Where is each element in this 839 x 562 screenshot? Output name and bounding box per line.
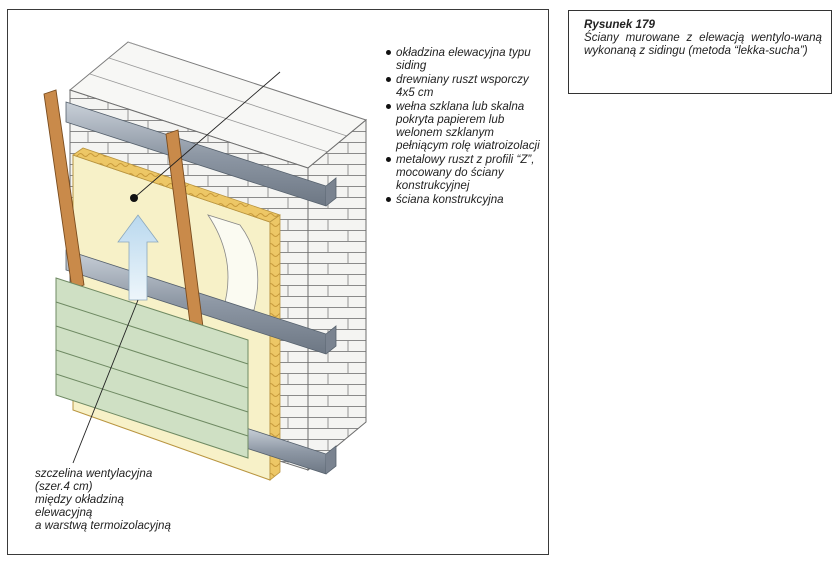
- figure-caption: Rysunek 179 Ściany murowane z elewacją w…: [568, 10, 832, 94]
- bullet-icon: [386, 157, 391, 162]
- note-line: między okładziną: [35, 493, 124, 506]
- illustration-frame: okładzina elewacyjna typu siding drewnia…: [7, 9, 549, 555]
- legend-item: ściana konstrukcyjna: [384, 193, 549, 206]
- wall-section-illustration: [43, 41, 368, 481]
- legend-list: okładzina elewacyjna typu siding drewnia…: [384, 46, 549, 207]
- note-line: elewacyjną: [35, 506, 93, 519]
- leader-lines: [72, 71, 281, 464]
- bullet-icon: [386, 77, 391, 82]
- legend-item: okładzina elewacyjna typu siding: [384, 46, 549, 72]
- bullet-icon: [386, 197, 391, 202]
- wooden-battens: [43, 89, 205, 340]
- note-line: szczelina wentylacyjna: [35, 467, 153, 480]
- bullet-icon: [386, 50, 391, 55]
- siding-cladding: [55, 277, 249, 459]
- legend-item: drewniany ruszt wsporczy 4x5 cm: [384, 73, 549, 99]
- legend-item: metalowy ruszt z profili “Z”, mocowany d…: [384, 153, 549, 192]
- note-line: a warstwą termoizolacyjną: [35, 519, 171, 532]
- bullet-icon: [386, 104, 391, 109]
- caption-title: Rysunek 179: [584, 18, 655, 31]
- note-line: (szer.4 cm): [35, 480, 93, 493]
- ventilation-arrow: [117, 214, 159, 301]
- caption-text: Ściany murowane z elewacją wentylo-waną …: [584, 31, 822, 57]
- ventilation-gap-note: szczelina wentylacyjna (szer.4 cm) międz…: [35, 467, 265, 532]
- legend-item: wełna szklana lub skalna pokryta papiere…: [384, 100, 549, 152]
